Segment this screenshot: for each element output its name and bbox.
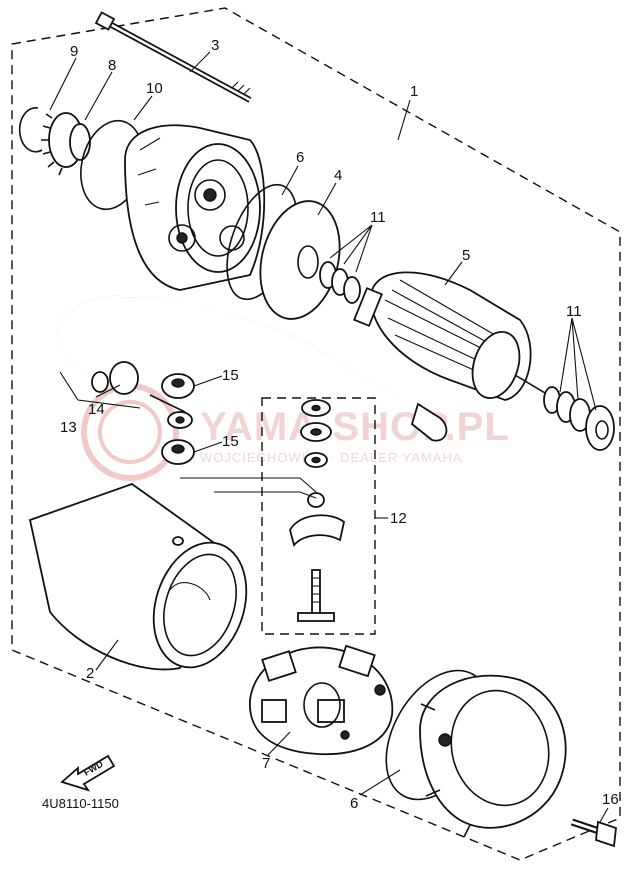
callout-2: 2 <box>86 665 94 682</box>
callout-5: 5 <box>462 247 470 264</box>
watermark: YAMA-SHOP.PL WOJCIECHOWICZ · DEALER YAMA… <box>81 383 510 481</box>
assembly-1-boundary <box>11 7 621 861</box>
part-13-lead-wire <box>56 295 448 442</box>
callout-12: 12 <box>390 510 407 527</box>
leader-lines <box>49 51 609 823</box>
watermark-main-text: YAMA-SHOP.PL <box>200 405 510 449</box>
front-direction-arrow: FWD <box>60 754 116 792</box>
part-15-nut-lower <box>161 439 195 465</box>
part-2-yoke <box>28 482 248 671</box>
callout-7: 7 <box>262 755 270 772</box>
part-12-terminal-kit <box>289 399 345 622</box>
front-cover-housing <box>124 124 266 291</box>
callout-16: 16 <box>602 791 619 808</box>
callout-15-lower: 15 <box>222 433 239 450</box>
callout-9: 9 <box>70 43 78 60</box>
part-11-shims-lower <box>543 386 615 451</box>
callout-6-upper: 6 <box>296 149 304 166</box>
callout-13: 13 <box>60 419 77 436</box>
callout-11-upper: 11 <box>370 209 386 226</box>
callout-4: 4 <box>334 167 342 184</box>
callout-11-lower: 11 <box>566 303 582 320</box>
part-5-armature <box>353 271 561 403</box>
part-3-through-bolt <box>94 11 252 103</box>
callout-labels: 1 2 3 4 5 6 6 7 8 9 10 11 11 12 13 14 15… <box>60 37 619 812</box>
part-16-bolt <box>570 818 617 848</box>
callout-1: 1 <box>410 83 418 100</box>
washer-left-hole <box>175 416 185 424</box>
rear-cover <box>419 674 567 838</box>
part-9-circlip <box>18 106 43 153</box>
diagram-code: 4U8110-1150 <box>42 796 119 811</box>
watermark-logo-inner <box>98 400 162 464</box>
callout-10: 10 <box>146 80 163 97</box>
callout-8: 8 <box>108 57 116 74</box>
watermark-sub-text: WOJCIECHOWICZ · DEALER YAMAHA <box>200 450 463 465</box>
kit-12-boundary <box>261 397 376 635</box>
part-8-pinion-gear <box>41 112 91 176</box>
watermark-logo-ring <box>81 383 179 481</box>
callout-14: 14 <box>88 401 105 418</box>
callout-3: 3 <box>211 37 219 54</box>
callout-6-lower: 6 <box>350 795 358 812</box>
part-15-nut-upper <box>161 373 195 399</box>
part-7-brush-holder <box>249 644 394 756</box>
part-11-shims-upper <box>319 261 361 304</box>
callout-15-upper: 15 <box>222 367 239 384</box>
